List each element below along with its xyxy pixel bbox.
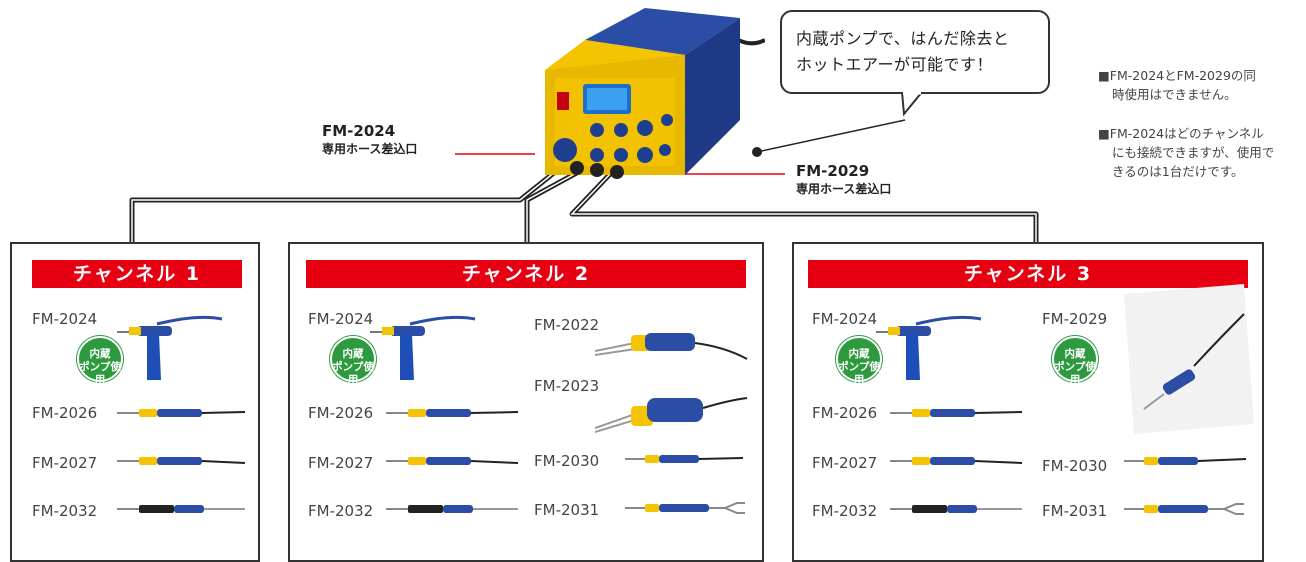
channel-3-panel: チャンネル 3 FM-2024 FM-2026 FM-2027 FM-2032 …: [792, 242, 1264, 562]
badge-line-1: 内蔵: [342, 348, 364, 360]
callout-line-2: ホットエアーが可能です！: [796, 55, 994, 74]
channel-3-model-4: FM-2032: [812, 502, 878, 520]
desoldering-gun-image: [370, 315, 476, 380]
desoldering-gun-image: [117, 315, 223, 380]
badge-line-1: 内蔵: [1064, 348, 1086, 360]
note-2-line-3: きるのは1台だけです。: [1112, 164, 1244, 179]
hot-air-pencil-2029-image: [1124, 284, 1254, 434]
tweezers-2022-image: [595, 333, 748, 360]
soldering-iron-2032-image: [386, 505, 518, 513]
callout-line-1: 内蔵ポンプで、はんだ除去と: [796, 29, 1010, 48]
fm2024-port-label: FM-2024 専用ホース差込口: [322, 122, 417, 157]
soldering-iron-2032-image: [117, 505, 245, 513]
channel-3-banner: チャンネル 3: [808, 260, 1248, 288]
channel-1-model-3: FM-2027: [32, 454, 98, 472]
badge-line-2: ポンプ使用: [79, 361, 121, 386]
fm2029-port-sub: 専用ホース差込口: [796, 182, 892, 196]
channel-2-panel: チャンネル 2 FM-2024 FM-2026 FM-2027 FM-2032 …: [288, 242, 764, 562]
channel-3-model-right-1: FM-2029: [1042, 310, 1108, 328]
soldering-iron-2031-image: [1124, 503, 1244, 515]
channel-1-model-4: FM-2032: [32, 502, 98, 520]
built-in-pump-badge: 内蔵 ポンプ使用: [836, 336, 882, 386]
badge-line-1: 内蔵: [89, 348, 111, 360]
channel-3-model-3: FM-2027: [812, 454, 878, 472]
channel-3-model-right-2: FM-2030: [1042, 457, 1108, 475]
badge-line-1: 内蔵: [848, 348, 870, 360]
channel-2-banner: チャンネル 2: [306, 260, 746, 288]
built-in-pump-badge: 内蔵 ポンプ使用: [77, 336, 123, 386]
channel-2-model-3: FM-2027: [308, 454, 374, 472]
callout-tail: [900, 92, 924, 117]
wire-channel-1: [129, 166, 562, 242]
built-in-pump-badge: 内蔵 ポンプ使用: [330, 336, 376, 386]
soldering-iron-2026-image: [386, 409, 519, 417]
channel-2-model-right-4: FM-2031: [534, 501, 600, 519]
channel-2-model-right-3: FM-2030: [534, 452, 600, 470]
channel-3-model-right-3: FM-2031: [1042, 502, 1108, 520]
note-1: ■FM-2024とFM-2029の同 時使用はできません。: [1098, 66, 1256, 104]
badge-line-2: ポンプ使用: [332, 361, 374, 386]
fm2029-port-model: FM-2029: [796, 162, 870, 180]
soldering-iron-2030-image: [625, 455, 744, 463]
channel-2-model-4: FM-2032: [308, 502, 374, 520]
channel-3-model-2: FM-2026: [812, 404, 878, 422]
soldering-iron-2027-image: [117, 457, 246, 465]
note-2-line-2: にも接続できますが、使用で: [1112, 145, 1275, 160]
built-in-pump-badge: 内蔵 ポンプ使用: [1052, 336, 1098, 386]
channel-2-model-2: FM-2026: [308, 404, 374, 422]
fm2029-port-label: FM-2029 専用ホース差込口: [796, 162, 891, 197]
badge-line-2: ポンプ使用: [1054, 361, 1096, 386]
connection-wires: [129, 119, 1039, 242]
note-1-line-1: ■FM-2024とFM-2029の同: [1098, 68, 1256, 83]
soldering-iron-2030-image: [1124, 457, 1247, 465]
soldering-iron-2027-image: [890, 457, 1023, 465]
fm2024-port-sub: 専用ホース差込口: [322, 142, 418, 156]
feature-callout: 内蔵ポンプで、はんだ除去と ホットエアーが可能です！: [780, 10, 1050, 94]
soldering-station-image: [545, 8, 765, 179]
soldering-iron-2026-image: [117, 409, 246, 417]
channel-1-model-1: FM-2024: [32, 310, 98, 328]
channel-2-model-1: FM-2024: [308, 310, 374, 328]
channel-2-model-right-2: FM-2023: [534, 377, 600, 395]
badge-line-2: ポンプ使用: [838, 361, 880, 386]
note-2: ■FM-2024はどのチャンネル にも接続できますが、使用で きるのは1台だけで…: [1098, 124, 1274, 181]
tweezers-2023-image: [595, 397, 748, 433]
channel-1-model-2: FM-2026: [32, 404, 98, 422]
soldering-iron-2027-image: [386, 457, 519, 465]
fm2024-port-model: FM-2024: [322, 122, 396, 140]
channel-1-banner: チャンネル 1: [32, 260, 242, 288]
soldering-iron-2031-image: [625, 502, 745, 514]
soldering-iron-2032-image: [890, 505, 1022, 513]
note-1-line-2: 時使用はできません。: [1112, 87, 1237, 102]
channel-2-model-right-1: FM-2022: [534, 316, 600, 334]
channel-1-panel: チャンネル 1 FM-2024 FM-2026 FM-2027 FM-2032 …: [10, 242, 260, 562]
channel-3-model-1: FM-2024: [812, 310, 878, 328]
soldering-iron-2026-image: [890, 409, 1023, 417]
note-2-line-1: ■FM-2024はどのチャンネル: [1098, 126, 1264, 141]
desoldering-gun-image: [876, 315, 982, 380]
